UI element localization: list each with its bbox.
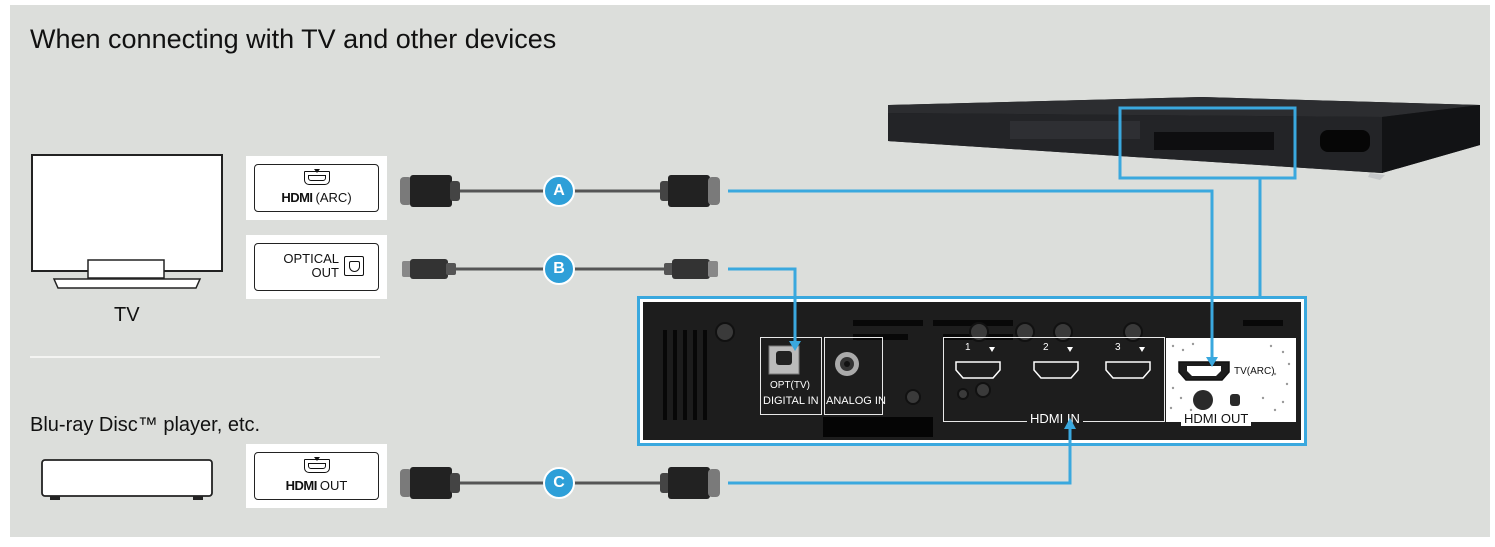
digital-in-label: DIGITAL IN (763, 395, 819, 407)
tv-hdmi-arc-port: HDMI(ARC) (247, 157, 386, 219)
tv-arc-label: TV(ARC) (1234, 366, 1275, 377)
hdmi-in-number-3: 3 (1115, 342, 1121, 353)
optical-plug-icon (664, 259, 718, 279)
optical-jack-icon (344, 256, 364, 276)
hdmi-plug-icon (660, 467, 720, 499)
connection-lines (400, 175, 1262, 499)
tv-label: TV (114, 304, 140, 326)
digital-in-group (760, 337, 822, 415)
hdmi-in-number-2: 2 (1043, 342, 1049, 353)
hdmi-in-number-1: 1 (965, 342, 971, 353)
hdmi-out-label: OUT (319, 478, 348, 493)
soundbar-illustration (888, 97, 1480, 180)
page-title: When connecting with TV and other device… (30, 24, 557, 54)
diagram-canvas: When connecting with TV and other device… (10, 5, 1490, 537)
hdmi-out-label: HDMI OUT (1181, 411, 1252, 426)
hdmi-logo: HDMI (285, 478, 318, 493)
cable-badge-a: A (543, 175, 575, 207)
rear-panel-graphics (663, 320, 1296, 437)
cable-badge-b: B (543, 253, 575, 285)
hdmi-arc-label: (ARC) (315, 190, 352, 205)
analog-in-group (824, 337, 883, 415)
hdmi-port-icon (303, 457, 330, 473)
hdmi-plug-icon (400, 175, 460, 207)
tv-icon (31, 154, 223, 289)
cable-badge-c: C (543, 467, 575, 499)
hdmi-port-icon (303, 169, 330, 185)
hdmi-plug-icon (660, 175, 720, 207)
optical-plug-icon (402, 259, 456, 279)
out-label: OUT (311, 265, 339, 280)
section-divider (30, 356, 380, 358)
soundbar-zoom-highlight (1118, 106, 1297, 180)
bluray-player-icon (41, 459, 213, 500)
opt-tv-label: OPT(TV) (770, 380, 810, 391)
hdmi-plug-icon (400, 467, 460, 499)
player-label: Blu-ray Disc™ player, etc. (30, 414, 261, 436)
rear-panel-zoom: OPT(TV) DIGITAL IN ANALOG IN 1 2 3 HDMI … (637, 296, 1307, 446)
analog-in-label: ANALOG IN (826, 395, 886, 407)
optical-label: OPTICAL (283, 251, 339, 266)
hdmi-logo: HDMI (281, 190, 313, 205)
